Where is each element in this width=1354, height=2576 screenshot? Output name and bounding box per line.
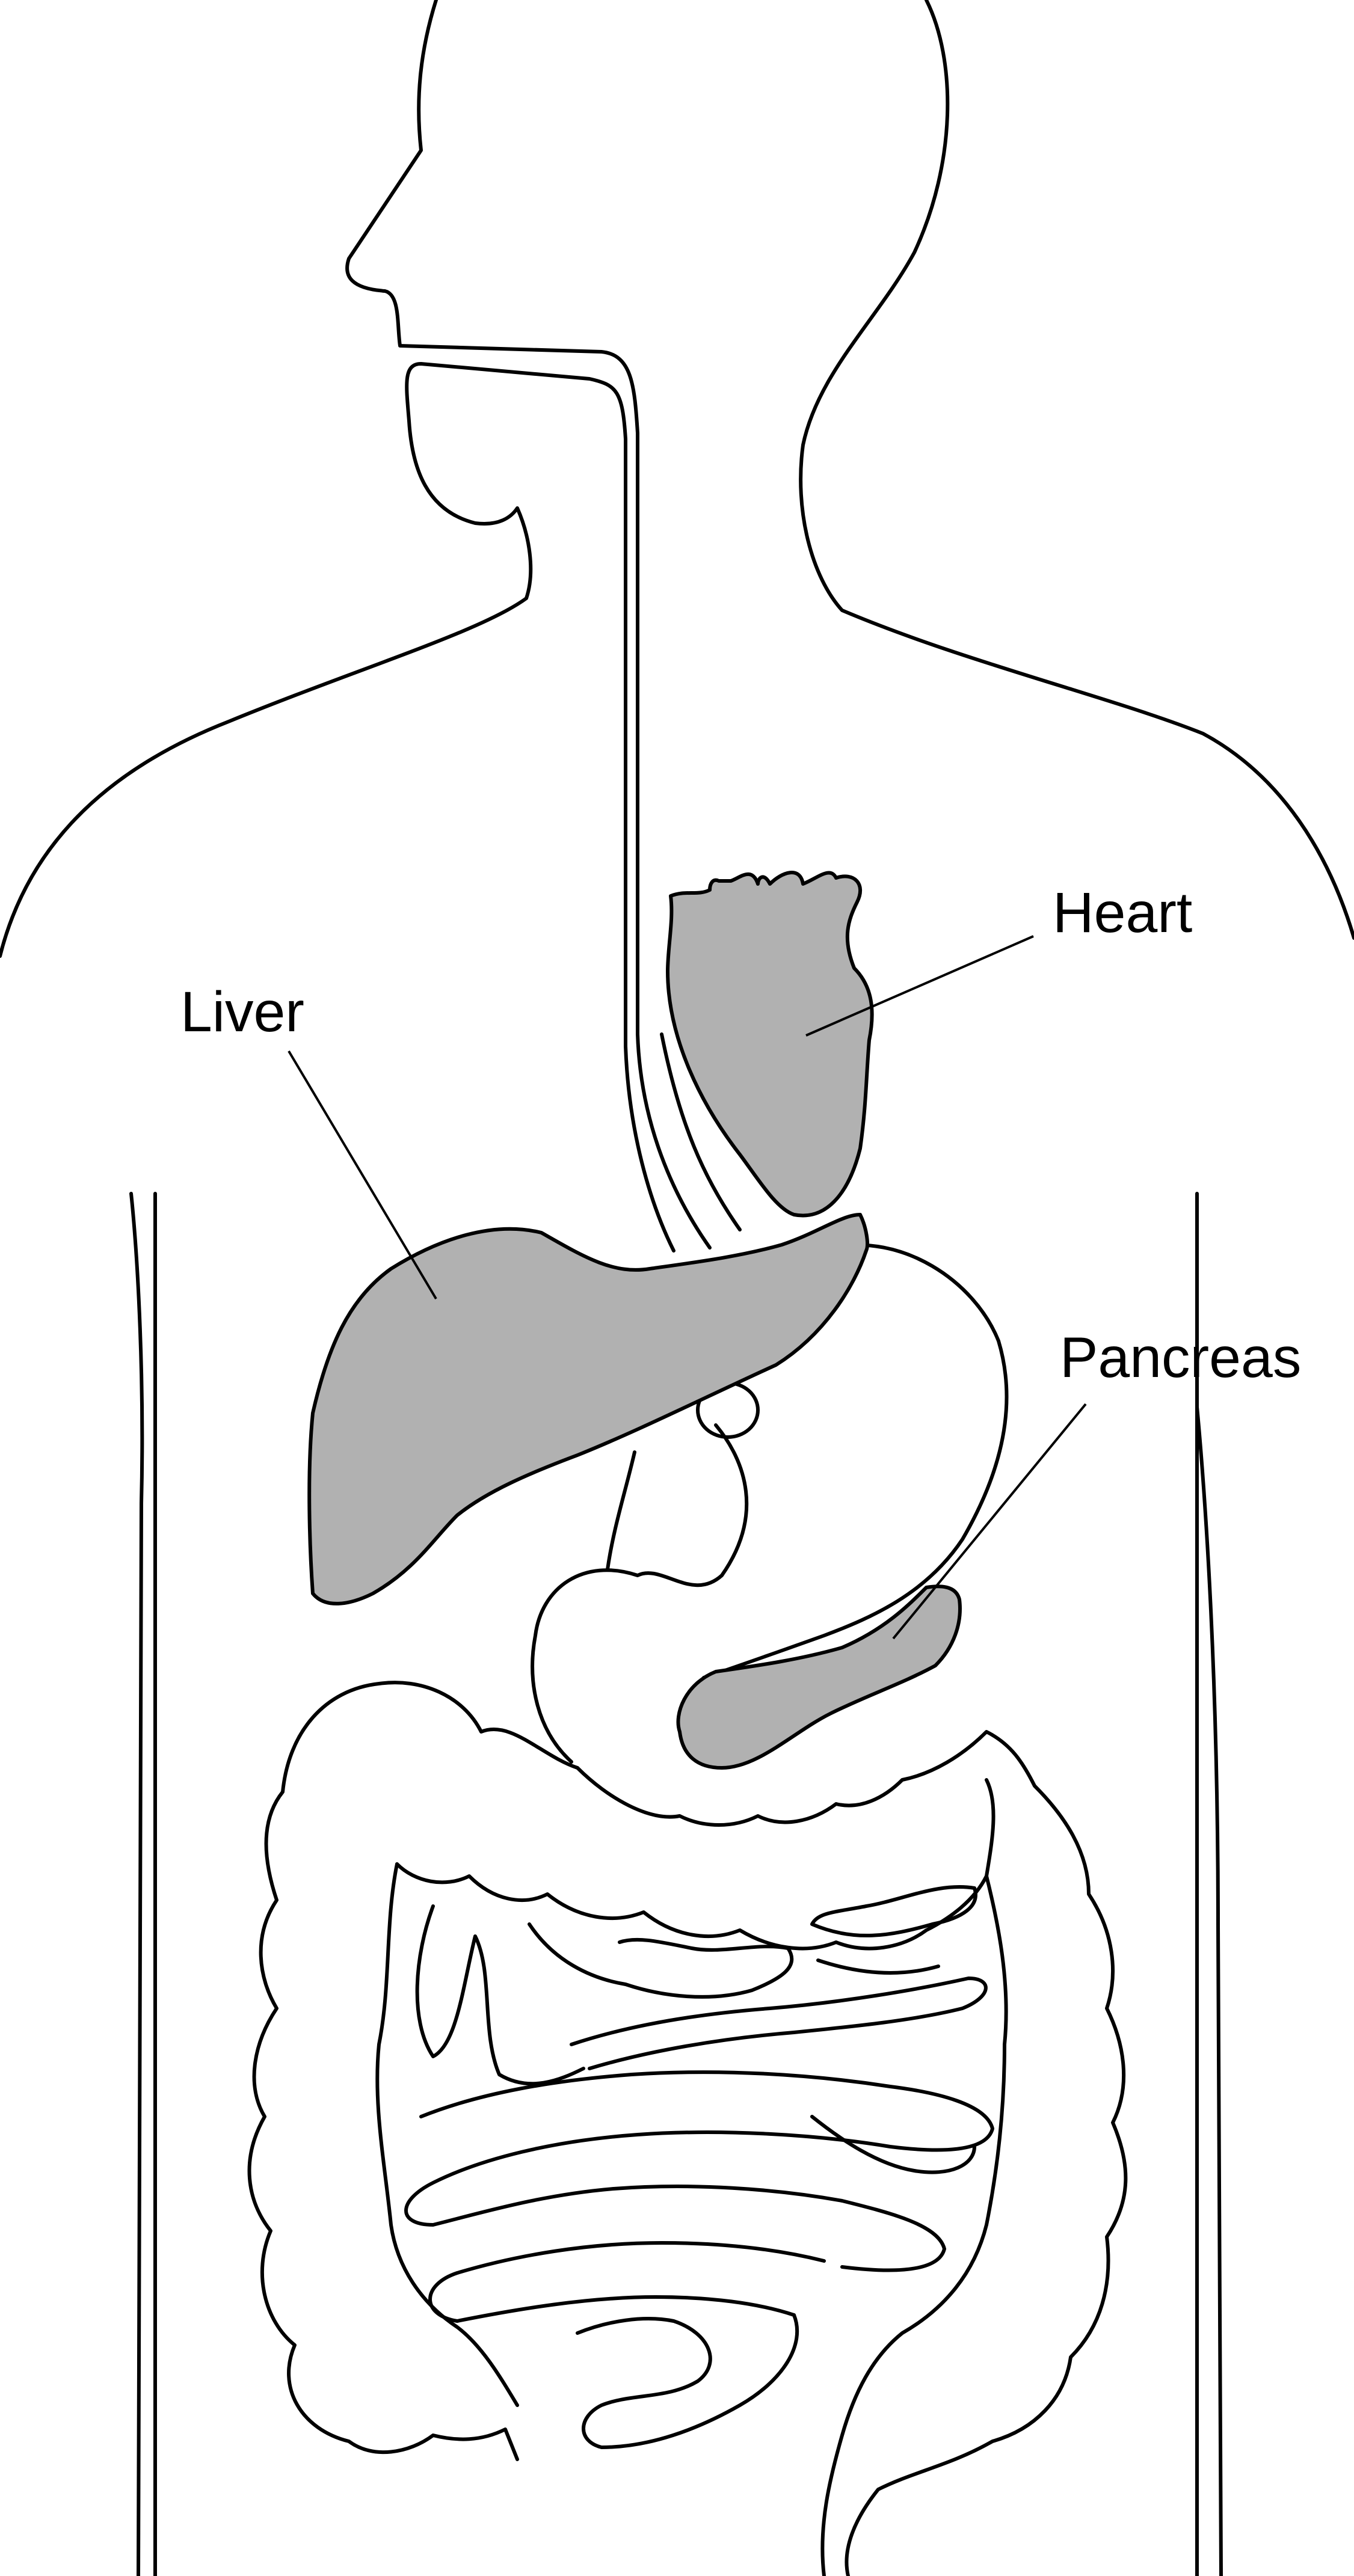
- stomach-outline: [702, 1243, 1009, 1679]
- colon-top-outline: [576, 1730, 1128, 2576]
- mouth-outline: [0, 362, 675, 1253]
- colon-left-inner-outline: [375, 1862, 519, 2407]
- small-intestine: [404, 1884, 994, 2449]
- body-outline-right: [799, 0, 1354, 940]
- small-intestine-loop-2: [528, 1922, 794, 1999]
- left-arm-line-inner: [129, 1192, 144, 2576]
- small-intestine-loop-5: [404, 2070, 994, 2272]
- small-intestine-loop-6: [428, 2241, 826, 2323]
- right-arm-line-inner: [1195, 1405, 1223, 2576]
- large-intestine-outline: [247, 1681, 579, 2461]
- heart-label: Heart: [1053, 881, 1192, 945]
- esophagus-outline: [660, 1032, 742, 1231]
- liver-shape: [307, 1213, 869, 1605]
- liver-leader-line: [288, 1050, 437, 1300]
- small-intestine-loop-8: [810, 1958, 976, 2174]
- pancreas-shape: [676, 1584, 962, 1770]
- small-intestine-loop-1: [415, 1904, 585, 2086]
- pancreas-label: Pancreas: [1060, 1326, 1301, 1390]
- pancreas-leader-line: [892, 1403, 1087, 1640]
- colon-inner-outline: [395, 1778, 995, 1951]
- bile-duct-outline: [606, 1450, 636, 1571]
- small-intestine-loop-4: [570, 1976, 988, 2070]
- heart-shape: [666, 871, 874, 1218]
- duodenum-outline: [531, 1423, 749, 1764]
- small-intestine-loop-3: [810, 1884, 977, 1937]
- liver-label: Liver: [180, 980, 304, 1044]
- body-outline-left: [345, 0, 712, 1250]
- small-intestine-loop-7: [576, 2313, 799, 2449]
- colon-right-inner-outline: [820, 1874, 1008, 2576]
- heart-leader-line: [805, 935, 1034, 1037]
